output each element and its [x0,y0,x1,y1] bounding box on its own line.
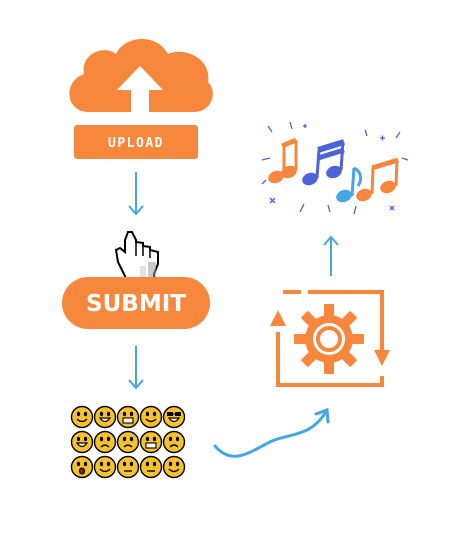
emoji-face-icon [70,455,94,479]
cloud-upload-icon [69,38,213,112]
emoji-face-icon [139,430,163,454]
emoji-face-icon [70,405,94,429]
submit-label: SUBMIT [86,291,186,317]
submit-button[interactable]: SUBMIT [62,277,210,329]
emoji-face-icon [139,405,163,429]
emoji-face-icon [70,430,94,454]
emoji-face-icon [162,455,186,479]
emoji-face-icon [162,430,186,454]
arrow-down-2 [128,346,144,390]
curved-arrow-icon [213,407,330,458]
emoji-face-icon [116,405,140,429]
arrow-down-1 [128,172,144,216]
emoji-face-icon [93,430,117,454]
hand-pointer-icon [114,231,159,287]
arrow-up-1 [323,235,339,276]
emoji-face-icon [116,430,140,454]
emoji-face-icon [116,455,140,479]
upload-label: UPLOAD [108,136,164,151]
emoji-face-icon [139,455,163,479]
music-notes-icon [261,121,409,215]
emoji-face-icon [93,455,117,479]
emoji-grid-icon [70,405,186,479]
emoji-face-icon [162,405,186,429]
gear-process-icon [270,290,390,387]
upload-label-bar: UPLOAD [74,125,198,159]
emoji-face-icon [93,405,117,429]
